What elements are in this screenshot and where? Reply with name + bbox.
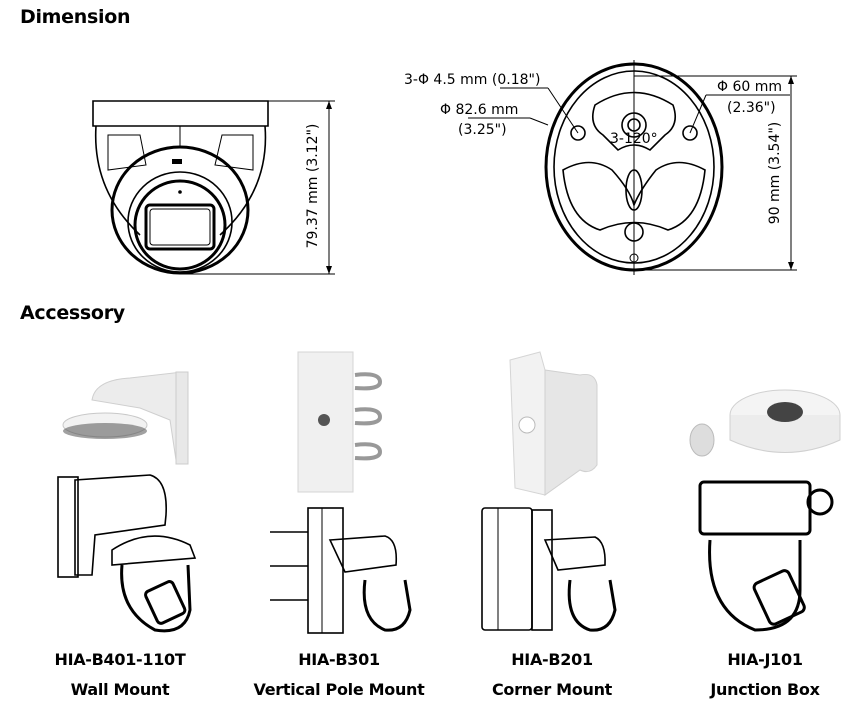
angle-label: 3-120° [610,131,658,147]
dimension-heading: Dimension [20,6,131,28]
accessory-name: Corner Mount [491,680,613,699]
outer-diameter-in-label: (3.25") [458,122,507,138]
hole-diameter-label: 3-Φ 4.5 mm (0.18") [404,72,541,88]
camera-height-label: 79.37 mm (3.12") [305,123,321,249]
accessory-model: HIA-B301 [298,650,380,669]
accessory-heading: Accessory [20,302,125,324]
inner-diameter-in-label: (2.36") [727,100,776,116]
camera-front-drawing [92,60,797,275]
corner-mount-icon [481,351,617,632]
inner-diameter-mm-label: Φ 60 mm [717,79,783,95]
accessory-model: HIA-B401-110T [54,650,186,669]
mounting-base-icon [544,60,724,275]
accessory-name: Vertical Pole Mount [253,680,425,699]
accessory-name: Junction Box [710,680,820,699]
accessory-name: Wall Mount [70,680,170,699]
accessory-model: HIA-J101 [727,650,803,669]
accessory-images [57,351,841,634]
base-height-label: 90 mm (3.54") [767,121,783,225]
base-dimension-lines [468,75,797,271]
junction-box-icon [689,389,841,632]
height-dimension-line [180,100,335,275]
camera-dome-icon [92,100,269,275]
pole-mount-icon [270,351,412,634]
accessory-model: HIA-B201 [511,650,593,669]
outer-diameter-mm-label: Φ 82.6 mm [440,102,519,118]
wall-mount-icon [57,371,197,633]
